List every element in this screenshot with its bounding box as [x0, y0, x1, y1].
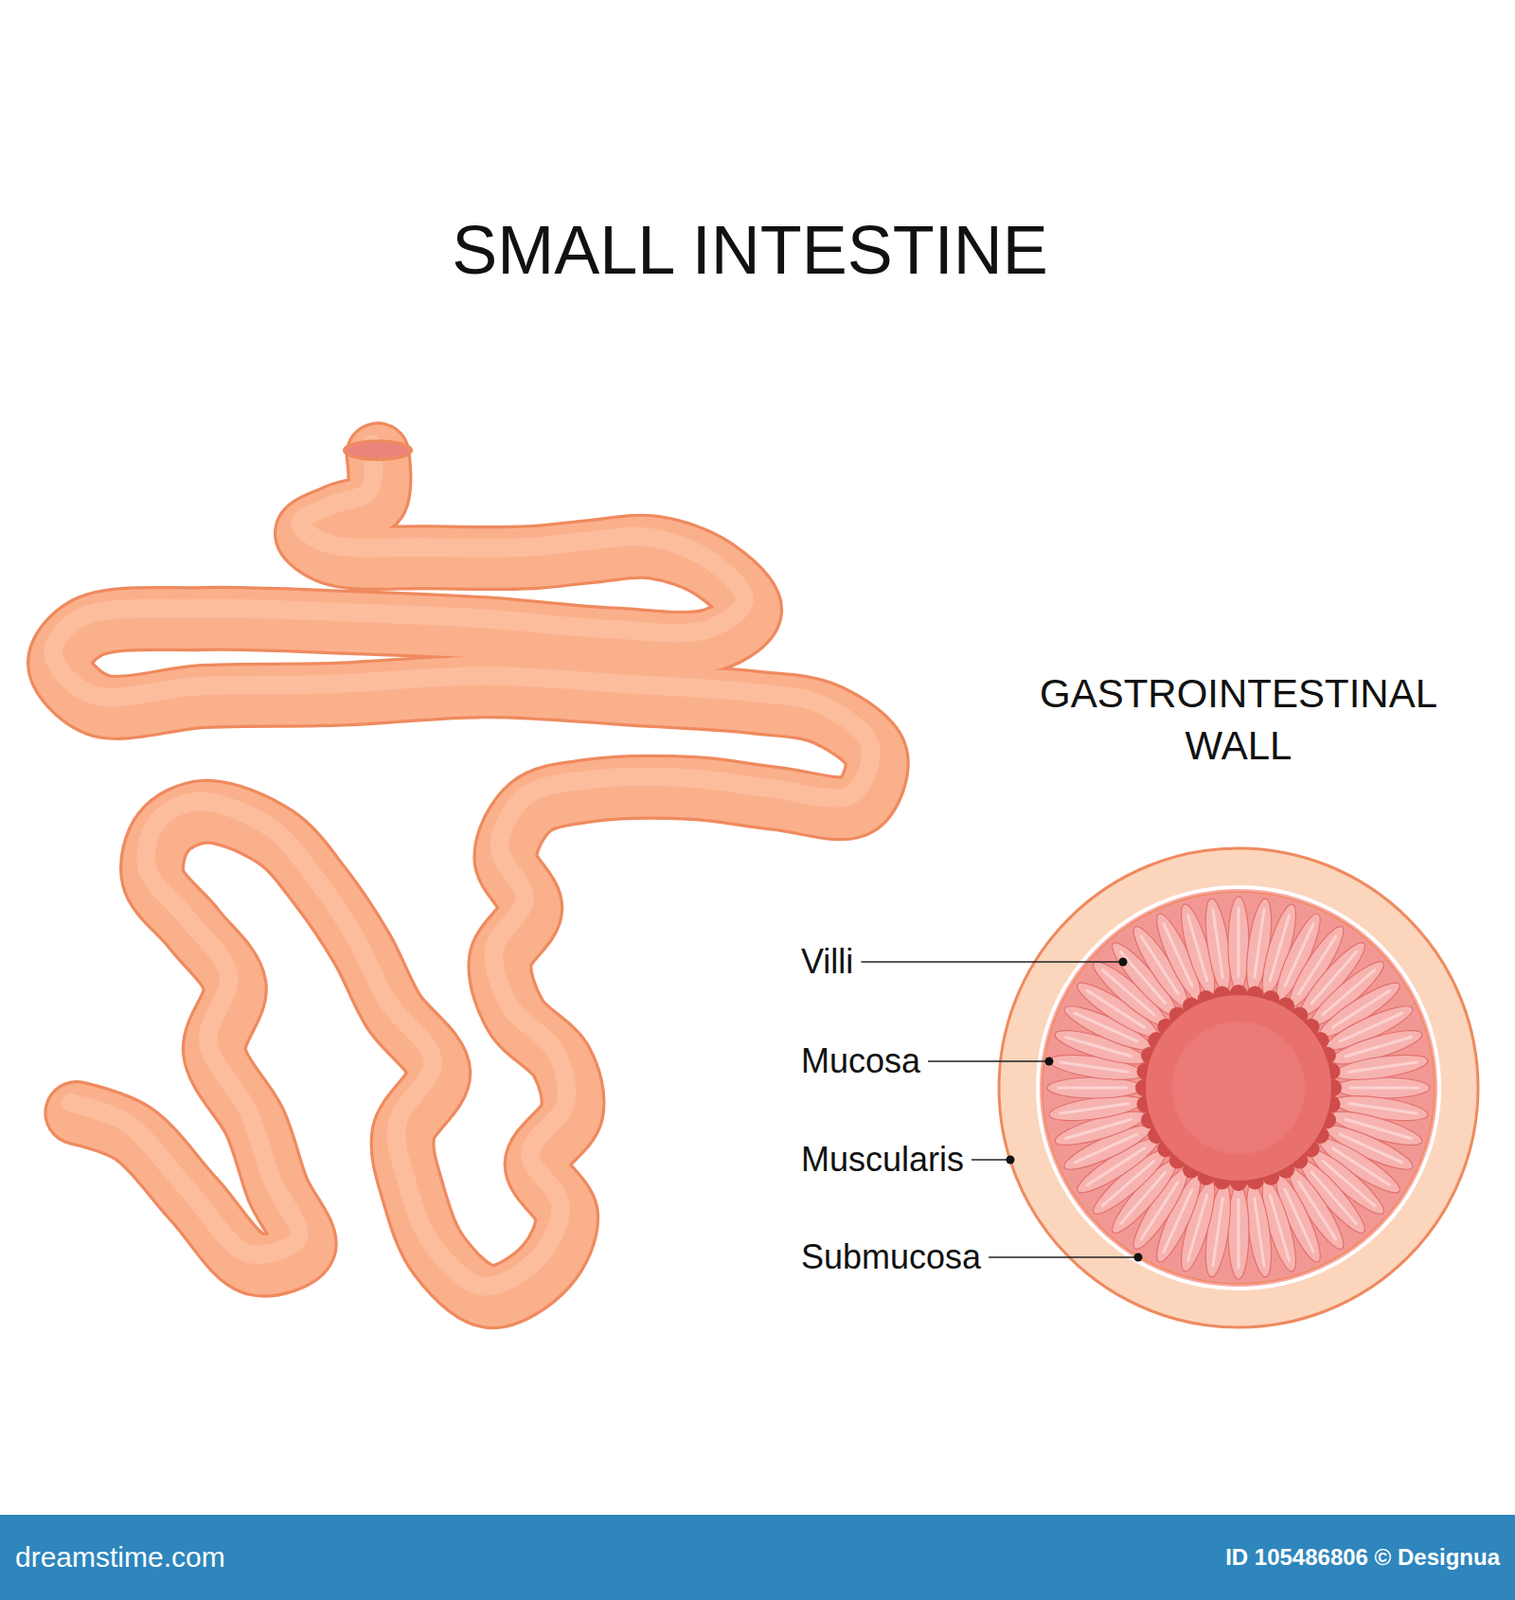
villus-shape	[1047, 1077, 1142, 1099]
title: SMALL INTESTINE	[0, 210, 1500, 290]
villus-shape	[1332, 1050, 1429, 1085]
leader-lines	[860, 958, 1142, 1263]
leader-dot	[1119, 958, 1128, 967]
muscularis-ring	[998, 848, 1479, 1328]
villus-core	[1212, 1198, 1223, 1266]
villus-core	[1237, 1199, 1241, 1268]
villus	[1335, 1077, 1430, 1099]
villus-core	[1066, 1119, 1132, 1139]
villus-core	[1349, 1062, 1417, 1072]
villus-core	[1350, 1087, 1419, 1090]
wall-cross-section	[998, 848, 1479, 1328]
villus-core	[1060, 1104, 1128, 1114]
villus-core	[1237, 908, 1241, 977]
leader-line	[860, 961, 1123, 963]
villus-core	[1345, 1036, 1411, 1056]
mucosa-layer	[1042, 891, 1435, 1284]
footer-band: dreamstime.com ID 105486806 © Designua	[0, 1515, 1515, 1600]
leader-dot	[1045, 1057, 1054, 1067]
leader-line	[971, 1158, 1011, 1161]
part-label: Villi	[801, 942, 854, 982]
part-label: Muscularis	[801, 1140, 964, 1180]
villi-group	[1047, 896, 1430, 1280]
villus	[1332, 1050, 1429, 1085]
villus-core	[1060, 1062, 1128, 1072]
intestine-highlight	[53, 444, 872, 1287]
image-id: ID 105486806 © Designua	[1225, 1544, 1500, 1571]
lumen-edge	[1135, 984, 1342, 1192]
villus-core	[1058, 1087, 1127, 1090]
site-name: dreamstime.com	[15, 1541, 226, 1574]
villus-shape	[1228, 1184, 1249, 1280]
villus	[1228, 1184, 1249, 1280]
intestine-opening	[343, 441, 411, 460]
villus	[1047, 1077, 1142, 1099]
villus-core	[1269, 1194, 1289, 1261]
villus-shape	[1335, 1077, 1430, 1099]
section-heading: GASTROINTESTINAL WALL	[1006, 667, 1471, 772]
villus-core	[1187, 915, 1207, 981]
lumen	[1145, 995, 1332, 1181]
villus-core	[1212, 909, 1223, 978]
leader-dot	[1134, 1253, 1143, 1263]
intestine-illustration	[53, 441, 877, 1298]
submucosa-boundary	[1037, 887, 1440, 1289]
villus	[1228, 896, 1249, 992]
leader-dot	[1006, 1156, 1016, 1165]
part-label: Mucosa	[801, 1041, 921, 1082]
lumen-shade	[1172, 1021, 1305, 1155]
leader-line	[927, 1060, 1050, 1063]
part-label: Submucosa	[801, 1237, 981, 1278]
villus-core	[1349, 1104, 1417, 1114]
villus-core	[1254, 1198, 1265, 1266]
villus-shape	[1228, 896, 1249, 992]
villus-core	[1254, 909, 1265, 978]
leader-line	[988, 1256, 1139, 1259]
